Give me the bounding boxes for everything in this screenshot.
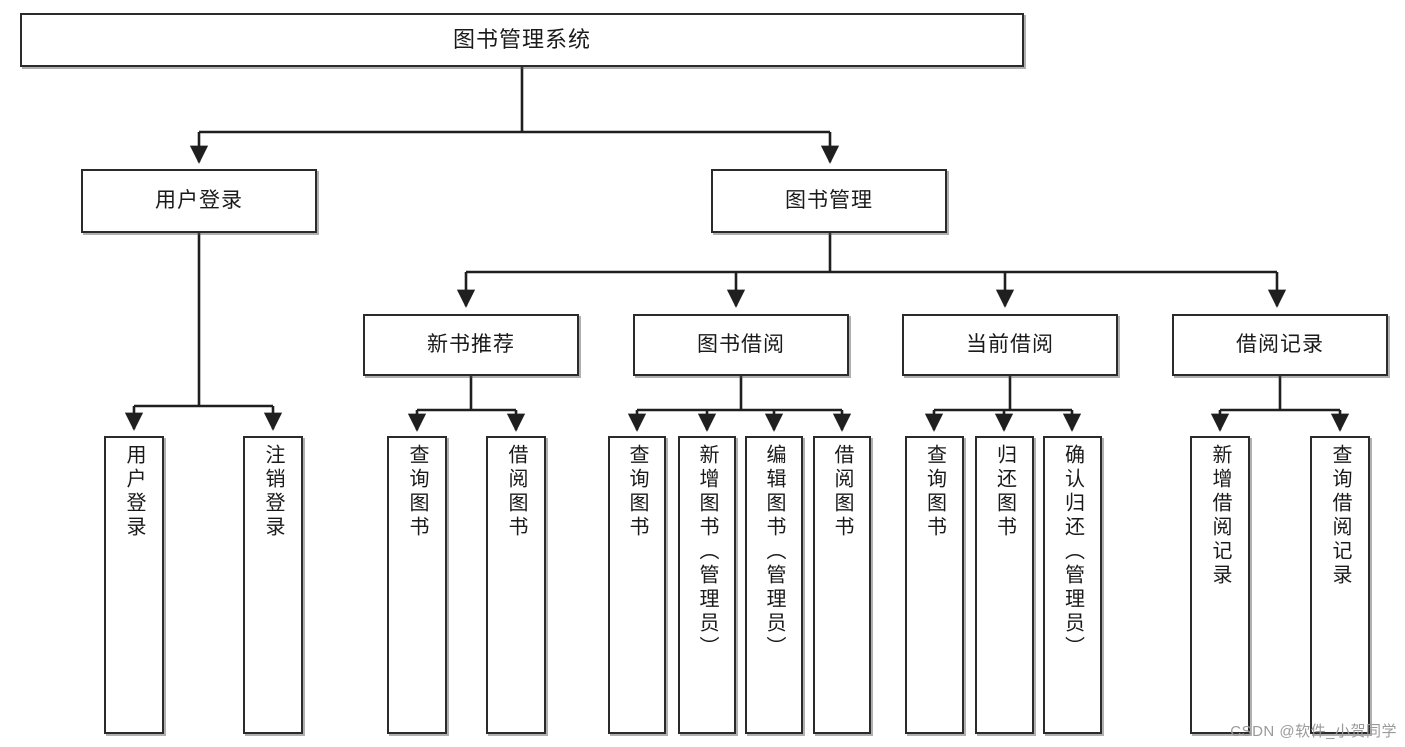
node-book-management[interactable]: 图书管理	[711, 169, 947, 233]
leaf-label: 查询图书	[626, 444, 648, 540]
leaf-label: 借阅图书	[831, 444, 853, 540]
leaf-label: 新增借阅记录	[1209, 444, 1231, 588]
node-user-login[interactable]: 用户登录	[81, 169, 317, 233]
node-book-borrowing[interactable]: 图书借阅	[633, 314, 849, 376]
node-new-book-recommendation[interactable]: 新书推荐	[363, 314, 579, 376]
leaf-label: 新增图书（管理员）	[696, 444, 718, 660]
node-leaf-add-borrow-record[interactable]: 新增借阅记录	[1190, 436, 1250, 734]
node-leaf-return-book[interactable]: 归还图书	[975, 436, 1034, 734]
leaf-label: 注销登录	[262, 444, 284, 540]
leaf-label: 查询图书	[406, 444, 428, 540]
node-leaf-user-login[interactable]: 用户登录	[104, 436, 164, 734]
node-leaf-user-logout[interactable]: 注销登录	[243, 436, 303, 734]
node-leaf-add-book-admin[interactable]: 新增图书（管理员）	[678, 436, 736, 734]
node-leaf-borrow-book-rec[interactable]: 借阅图书	[486, 436, 546, 734]
leaf-label: 归还图书	[993, 444, 1016, 540]
node-leaf-edit-book-admin[interactable]: 编辑图书（管理员）	[745, 436, 803, 734]
node-borrowing-record[interactable]: 借阅记录	[1172, 314, 1388, 376]
watermark-text: CSDN @软件_小贺同学	[1230, 723, 1397, 740]
node-current-borrowing[interactable]: 当前借阅	[902, 314, 1118, 376]
node-leaf-query-book-rec[interactable]: 查询图书	[387, 436, 447, 734]
leaf-label: 查询借阅记录	[1329, 444, 1351, 588]
leaf-label: 确认归还（管理员）	[1061, 444, 1084, 660]
leaf-label: 借阅图书	[505, 444, 527, 540]
node-leaf-query-book-borrow[interactable]: 查询图书	[608, 436, 666, 734]
node-leaf-query-borrow-record[interactable]: 查询借阅记录	[1310, 436, 1370, 734]
node-root-book-management-system[interactable]: 图书管理系统	[20, 13, 1024, 67]
leaf-label: 用户登录	[123, 444, 145, 540]
node-leaf-confirm-return-admin[interactable]: 确认归还（管理员）	[1043, 436, 1102, 734]
node-leaf-borrow-book[interactable]: 借阅图书	[813, 436, 871, 734]
node-leaf-query-book-cur[interactable]: 查询图书	[905, 436, 964, 734]
leaf-label: 查询图书	[923, 444, 946, 540]
leaf-label: 编辑图书（管理员）	[763, 444, 785, 660]
